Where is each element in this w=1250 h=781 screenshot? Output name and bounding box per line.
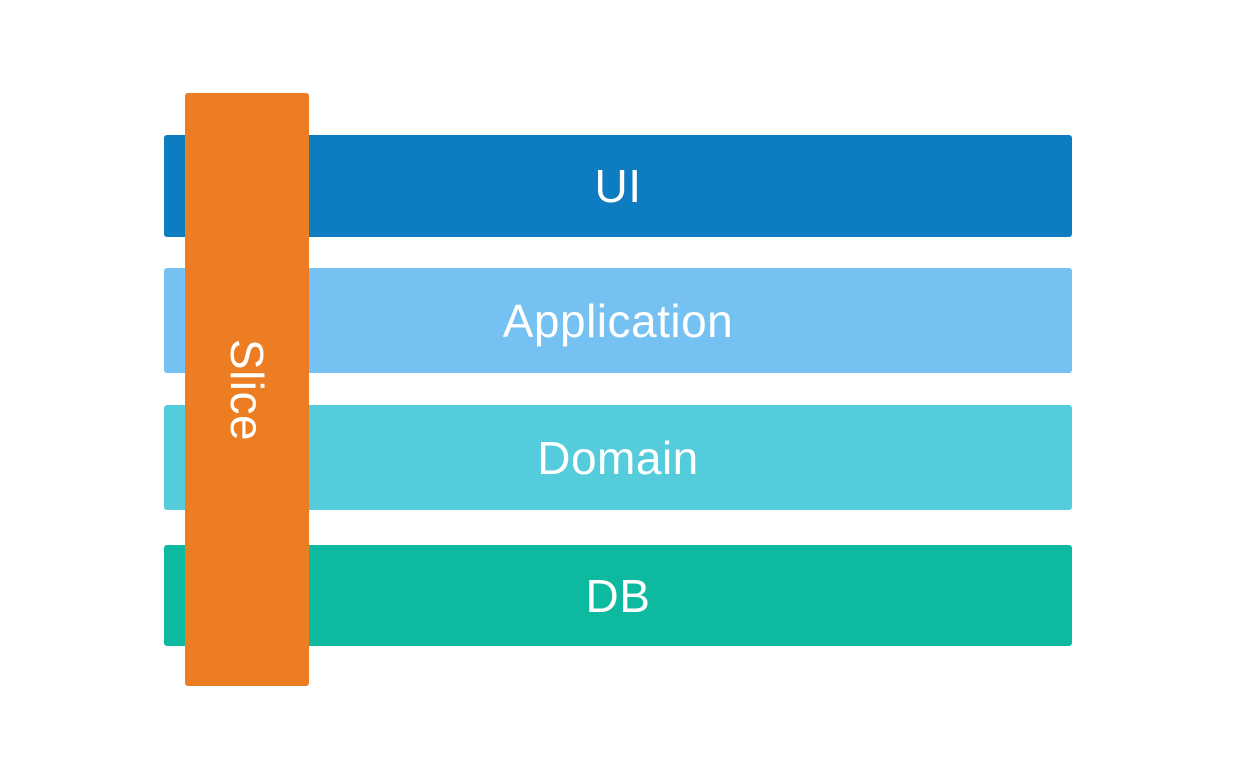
layer-label-domain: Domain (537, 431, 699, 484)
layer-bar-db[interactable]: DB (164, 545, 1072, 646)
layer-bar-application[interactable]: Application (164, 268, 1072, 373)
layer-bar-domain[interactable]: Domain (164, 405, 1072, 510)
layer-label-application: Application (502, 294, 734, 347)
layer-bar-ui[interactable]: UI (164, 135, 1072, 237)
layer-label-ui: UI (594, 160, 642, 212)
slice-bar[interactable]: Slice (185, 93, 309, 686)
layer-label-db: DB (585, 569, 651, 622)
slice-label: Slice (221, 338, 273, 441)
